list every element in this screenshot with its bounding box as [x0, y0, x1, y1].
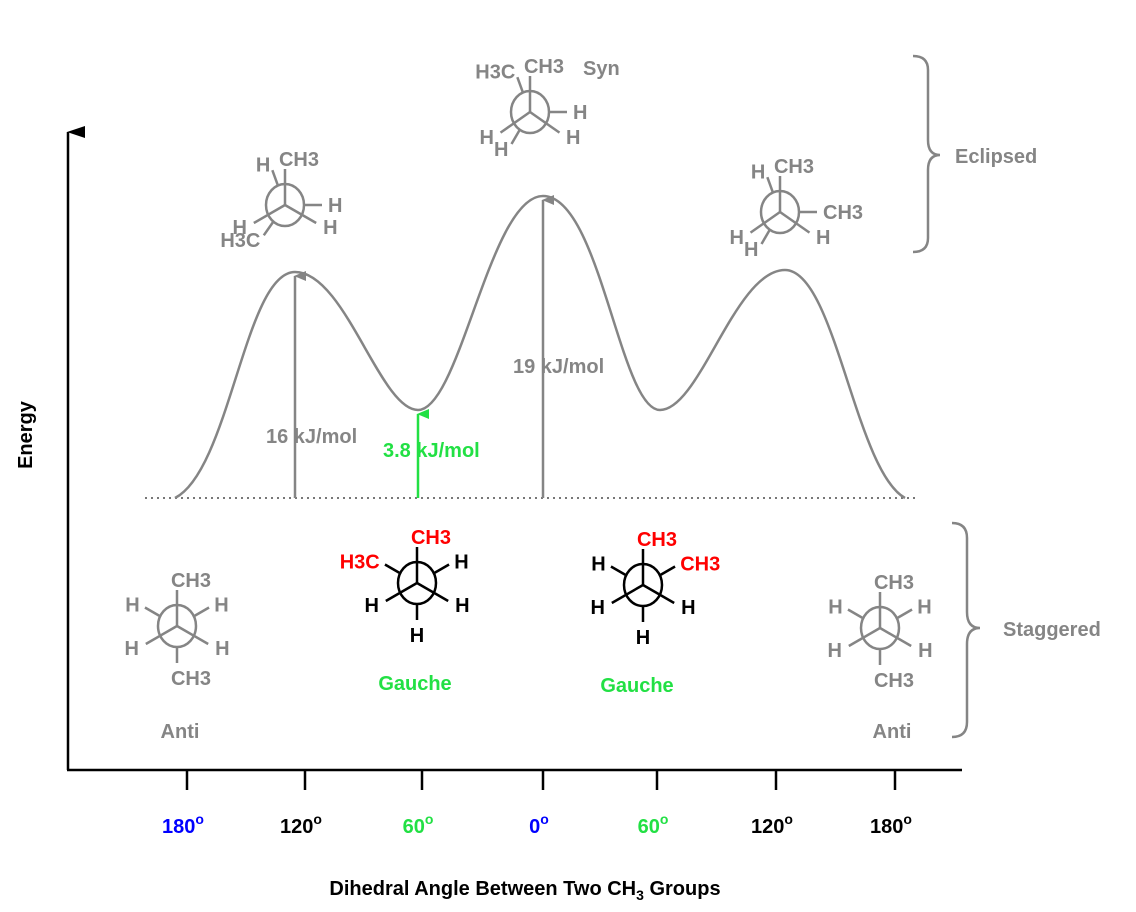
- front-bond: [779, 210, 811, 234]
- substituent-label: CH3: [774, 156, 814, 178]
- front-bond: [145, 624, 178, 646]
- front-bond: [499, 110, 531, 134]
- substituent-label: H: [918, 640, 932, 662]
- back-bond: [510, 128, 522, 145]
- energy-label-16: 16 kJ/mol: [266, 426, 357, 448]
- back-bond: [659, 565, 676, 577]
- substituent-label: CH3: [874, 670, 914, 692]
- label-staggered: Staggered: [1003, 619, 1101, 641]
- back-bond: [271, 169, 280, 187]
- back-bond: [262, 220, 275, 237]
- back-bond: [610, 565, 627, 577]
- substituent-label: H: [214, 595, 228, 617]
- staggered-bracket: [951, 521, 981, 739]
- substituent-label: H: [590, 597, 604, 619]
- label-gauche-left: Gauche: [378, 673, 451, 695]
- substituent-label: CH3: [171, 570, 211, 592]
- front-bond: [749, 210, 781, 234]
- y-axis-label: Energy: [15, 400, 37, 469]
- x-tick-label: 120o: [751, 811, 793, 838]
- front-bond: [284, 203, 317, 225]
- substituent-label: H: [744, 239, 758, 261]
- substituent-label: CH3: [524, 56, 564, 78]
- back-bond: [144, 606, 161, 618]
- x-axis-label: Dihedral Angle Between Two CH3 Groups: [329, 878, 720, 903]
- substituent-label: H: [730, 227, 744, 249]
- energy-label-19: 19 kJ/mol: [513, 356, 604, 378]
- substituent-label: CH3: [279, 149, 319, 171]
- x-tick-label: 180o: [870, 811, 912, 838]
- substituent-label: H: [124, 638, 138, 660]
- substituent-label: H3C: [475, 62, 515, 84]
- substituent-label: H: [364, 595, 378, 617]
- back-bond: [847, 608, 864, 620]
- substituent-label: H: [454, 552, 468, 574]
- substituent-label: CH3: [874, 572, 914, 594]
- substituent-label: CH3: [823, 202, 863, 224]
- substituent-label: H: [328, 195, 342, 217]
- front-bond: [611, 583, 644, 605]
- substituent-label: CH3: [411, 527, 451, 549]
- substituent-label: H: [410, 625, 424, 647]
- back-bond: [760, 228, 772, 245]
- back-bond: [384, 563, 401, 575]
- x-tick-label: 120o: [280, 811, 322, 838]
- label-syn: Syn: [583, 58, 620, 80]
- front-bond: [642, 583, 675, 605]
- back-bond: [766, 176, 775, 194]
- substituent-label: H: [494, 139, 508, 161]
- x-tick-label: 60o: [403, 811, 434, 838]
- x-tick-label: 0o: [529, 811, 549, 838]
- substituent-label: CH3: [171, 668, 211, 690]
- eclipsed-bracket: [912, 54, 941, 254]
- substituent-label: H3C: [220, 230, 260, 252]
- energy-curve: [174, 194, 906, 500]
- front-bond: [253, 203, 286, 225]
- substituent-label: H: [816, 227, 830, 249]
- back-bond: [896, 608, 913, 620]
- front-bond: [176, 624, 209, 646]
- substituent-label: H: [215, 638, 229, 660]
- back-bond: [516, 76, 525, 94]
- substituent-label: H: [566, 127, 580, 149]
- back-bond: [433, 563, 450, 575]
- x-tick-label: 60o: [638, 811, 669, 838]
- substituent-label: H: [480, 127, 494, 149]
- energy-label-3.8: 3.8 kJ/mol: [383, 440, 480, 462]
- substituent-label: H: [591, 554, 605, 576]
- label-eclipsed: Eclipsed: [955, 146, 1037, 168]
- substituent-label: H: [636, 627, 650, 649]
- front-bond: [879, 626, 912, 648]
- label-anti-left: Anti: [161, 721, 200, 743]
- label-anti-right: Anti: [873, 721, 912, 743]
- label-gauche-right: Gauche: [600, 675, 673, 697]
- substituent-label: CH3: [680, 554, 720, 576]
- substituent-label: H: [573, 102, 587, 124]
- substituent-label: H: [455, 595, 469, 617]
- x-tick-label: 180o: [162, 811, 204, 838]
- substituent-label: H: [125, 595, 139, 617]
- substituent-label: H3C: [340, 552, 380, 574]
- substituent-label: CH3: [637, 529, 677, 551]
- front-bond: [848, 626, 881, 648]
- front-bond: [529, 110, 561, 134]
- substituent-label: H: [828, 597, 842, 619]
- front-bond: [385, 581, 418, 603]
- substituent-label: H: [917, 597, 931, 619]
- substituent-label: H: [323, 217, 337, 239]
- back-bond: [193, 606, 210, 618]
- substituent-label: H: [232, 217, 246, 239]
- substituent-label: H: [827, 640, 841, 662]
- front-bond: [416, 581, 449, 603]
- substituent-label: H: [256, 155, 270, 177]
- substituent-label: H: [751, 162, 765, 184]
- substituent-label: H: [681, 597, 695, 619]
